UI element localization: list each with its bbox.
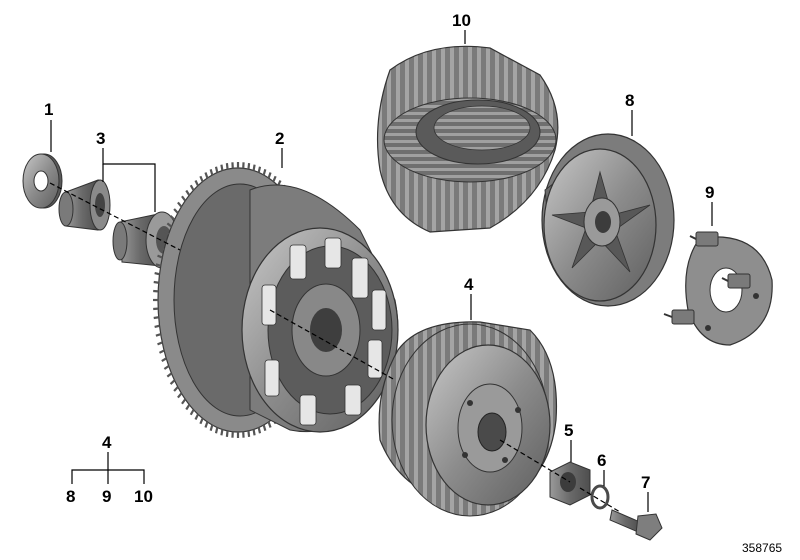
- gear-tooth: [247, 163, 251, 170]
- gear-tooth: [199, 175, 204, 183]
- gear-tooth: [157, 341, 163, 346]
- friction-plate-pack-part: [376, 45, 559, 233]
- gear-tooth: [163, 365, 170, 370]
- legend-child-10: 10: [134, 487, 153, 506]
- basket-slots: [261, 237, 387, 426]
- gear-tooth: [185, 189, 191, 196]
- bolt-part: [609, 509, 663, 541]
- callout-5: 5: [564, 421, 573, 440]
- lock-washer-part: [590, 484, 610, 510]
- gear-tooth: [155, 333, 162, 337]
- gear-tooth: [204, 421, 209, 428]
- thrust-washer-part: [22, 153, 63, 209]
- gear-tooth: [169, 379, 176, 385]
- gear-tooth: [272, 175, 277, 183]
- gear-tooth: [262, 424, 267, 431]
- gear-tooth: [166, 372, 173, 378]
- spring-plate-part: [663, 231, 773, 346]
- gear-tooth: [155, 263, 162, 267]
- legend-parent: 4: [102, 433, 112, 452]
- gear-tooth: [173, 208, 179, 214]
- gear-tooth: [257, 166, 262, 173]
- callout-3: 3: [96, 129, 105, 148]
- gear-tooth: [267, 421, 272, 428]
- gear-tooth: [257, 427, 262, 434]
- gear-tooth: [166, 222, 173, 228]
- gear-tooth: [173, 386, 179, 392]
- gear-tooth: [154, 324, 160, 328]
- gear-tooth: [185, 404, 191, 411]
- gear-tooth: [220, 429, 224, 436]
- gear-tooth: [153, 316, 159, 320]
- gear-tooth: [225, 430, 229, 437]
- gear-tooth: [158, 246, 165, 251]
- gear-tooth: [169, 215, 176, 221]
- callout-1: 1: [44, 100, 53, 119]
- gear-tooth: [189, 184, 195, 191]
- clutch-basket-part: [153, 162, 399, 438]
- gear-tooth: [267, 172, 272, 179]
- gear-tooth: [209, 169, 214, 176]
- pressure-plate-part: [541, 133, 675, 307]
- gear-tooth: [161, 238, 167, 243]
- gear-tooth: [204, 172, 209, 179]
- assembly-axis: [49, 182, 621, 513]
- gear-tooth: [214, 166, 219, 173]
- callout-4: 4: [464, 275, 474, 294]
- gear-tooth: [153, 280, 159, 284]
- callout-7: 7: [641, 473, 650, 492]
- gear-tooth: [194, 413, 199, 420]
- gear-tooth: [220, 164, 224, 171]
- gear-tooth: [189, 409, 195, 416]
- gear-tooth: [247, 430, 251, 437]
- leader-lines: [50, 30, 713, 512]
- gear-tooth: [252, 164, 256, 171]
- needle-bearing-part: [58, 179, 111, 231]
- gear-tooth: [163, 230, 170, 235]
- callout-10: 10: [452, 11, 471, 30]
- gear-tooth: [194, 180, 199, 187]
- legend-child-9: 9: [102, 487, 111, 506]
- gear-tooth: [262, 169, 267, 176]
- gear-tooth: [154, 272, 160, 276]
- gear-tooth: [181, 195, 187, 202]
- gear-tooth: [161, 357, 167, 362]
- gear-tooth: [252, 429, 256, 436]
- reference-number: 358765: [742, 541, 782, 555]
- callout-8: 8: [625, 91, 634, 110]
- clutch-hub-part: [378, 321, 558, 517]
- callout-2: 2: [275, 129, 284, 148]
- legend-child-8: 8: [66, 487, 75, 506]
- callout-labels: 1 3 2 10 8 9 4 5 6 7: [44, 11, 714, 492]
- gear-tooth: [181, 398, 187, 405]
- gear-tooth: [199, 417, 204, 425]
- gear-tooth: [157, 254, 163, 259]
- assembly-legend: 4 8 9 10: [66, 433, 153, 506]
- gear-tooth: [177, 201, 183, 208]
- callout-6: 6: [597, 451, 606, 470]
- gear-tooth: [225, 163, 229, 170]
- gear-tooth: [209, 424, 214, 431]
- spring-bolts: [663, 231, 751, 325]
- nut-part: [549, 461, 591, 506]
- callout-9: 9: [705, 183, 714, 202]
- gear-tooth: [214, 427, 219, 434]
- gear-tooth: [158, 349, 165, 354]
- gear-tooth: [177, 392, 183, 399]
